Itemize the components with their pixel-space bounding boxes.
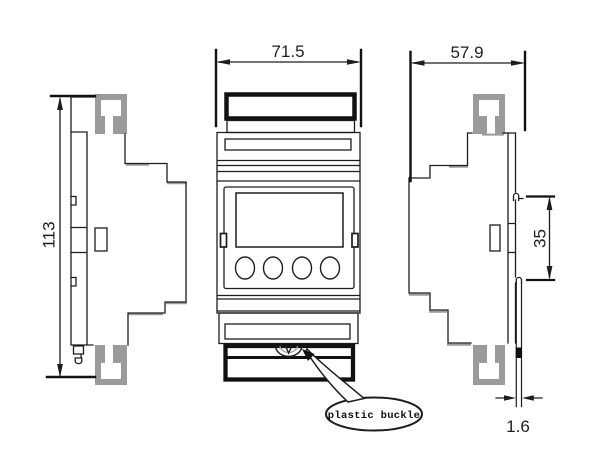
din-hook-tip-top bbox=[512, 192, 524, 202]
dim-rail-span: 35 bbox=[525, 195, 556, 282]
label-slot-top bbox=[224, 138, 352, 151]
din-window-left bbox=[94, 227, 108, 252]
panel-button-2 bbox=[262, 256, 284, 280]
front-view: 71.5 plastic buc bbox=[214, 42, 423, 432]
left-step-shading bbox=[126, 163, 187, 316]
dim-width-extension bbox=[214, 48, 363, 128]
side-view-left: 113 bbox=[40, 94, 187, 385]
top-cover-step bbox=[226, 119, 356, 134]
right-back-lines bbox=[507, 132, 517, 344]
arrow-right-icon bbox=[347, 59, 361, 65]
arrow-up-icon bbox=[57, 96, 63, 110]
arrow-left-icon bbox=[522, 395, 534, 401]
front-body-lines bbox=[216, 131, 361, 314]
panel-button-1 bbox=[234, 256, 256, 280]
panel-button-3 bbox=[291, 256, 313, 280]
dim-buckle-thickness: 1.6 bbox=[495, 395, 543, 436]
din-clip-bottom-right bbox=[473, 345, 505, 385]
dim-depth: 57.9 bbox=[409, 43, 527, 183]
din-clip-top-right bbox=[473, 94, 505, 134]
callout-bubble: plastic buckle bbox=[302, 347, 423, 432]
arrow-right-icon bbox=[511, 60, 525, 66]
dim-depth-extension bbox=[409, 50, 527, 183]
arrow-down-icon bbox=[546, 266, 553, 280]
side-clip-right bbox=[351, 232, 359, 248]
callout-tail bbox=[305, 347, 366, 403]
buckle-arc bbox=[274, 345, 303, 357]
arrow-right-icon bbox=[504, 395, 516, 401]
dim-height-label: 113 bbox=[40, 221, 59, 248]
arrow-down-icon bbox=[57, 364, 63, 378]
dim-thickness-label: 1.6 bbox=[506, 417, 530, 436]
din-clip-bottom-left bbox=[95, 345, 127, 385]
dim-rail-label: 35 bbox=[531, 229, 550, 248]
right-step-shading bbox=[408, 133, 504, 346]
lcd-display bbox=[235, 192, 344, 248]
dim-width: 71.5 bbox=[214, 42, 363, 128]
latch-tabs bbox=[70, 195, 77, 287]
top-terminal-cover bbox=[224, 92, 357, 121]
left-inner-lines bbox=[70, 132, 88, 345]
bottom-terminal-cover bbox=[223, 343, 356, 382]
callout-label: plastic buckle bbox=[328, 410, 420, 422]
side-view-right: 57.9 35 1.6 bbox=[408, 43, 556, 436]
arrow-left-icon bbox=[216, 59, 230, 65]
buckle-notch bbox=[284, 345, 293, 355]
din-window-right bbox=[489, 224, 501, 252]
label-slot-bottom bbox=[224, 323, 351, 340]
din-clip-top-left bbox=[95, 94, 127, 134]
dim-height-extension bbox=[45, 94, 97, 379]
buckle-bar bbox=[515, 282, 523, 408]
callout-ellipse bbox=[325, 396, 423, 432]
lower-terminal-section bbox=[218, 312, 359, 345]
din-hook-tip-bottom bbox=[515, 276, 523, 284]
arrow-left-icon bbox=[410, 60, 425, 66]
front-panel-inset bbox=[223, 186, 355, 290]
dim-depth-label: 57.9 bbox=[450, 43, 483, 62]
callout-arrowhead-icon bbox=[302, 349, 315, 361]
right-outline bbox=[408, 132, 517, 344]
dim-height: 113 bbox=[40, 94, 97, 379]
dim-width-label: 71.5 bbox=[271, 42, 304, 61]
arrow-up-icon bbox=[546, 196, 553, 210]
release-screw bbox=[72, 345, 85, 365]
panel-button-4 bbox=[319, 256, 341, 280]
buckle-bar-clip bbox=[515, 347, 522, 358]
side-clip-left bbox=[219, 232, 228, 248]
left-outline bbox=[70, 96, 187, 346]
